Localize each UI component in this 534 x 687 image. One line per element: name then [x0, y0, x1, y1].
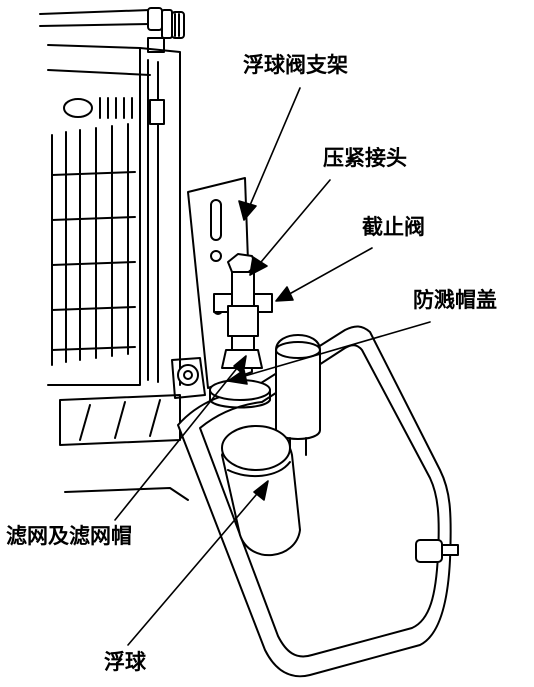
filter-cabinet [47, 44, 206, 446]
leader-lines [114, 87, 431, 646]
label-compression-fitting: 压紧接头 [323, 146, 407, 170]
label-stop-valve: 截止阀 [362, 215, 425, 239]
label-splash-cap: 防溅帽盖 [413, 288, 497, 312]
roller-shaft [39, 7, 185, 53]
float-upright [275, 334, 321, 456]
label-float-ball: 浮球 [104, 650, 146, 674]
label-float-valve-bracket: 浮球阀支架 [243, 53, 348, 77]
label-filter-and-cap: 滤网及滤网帽 [6, 524, 132, 548]
floor-line [64, 487, 189, 501]
